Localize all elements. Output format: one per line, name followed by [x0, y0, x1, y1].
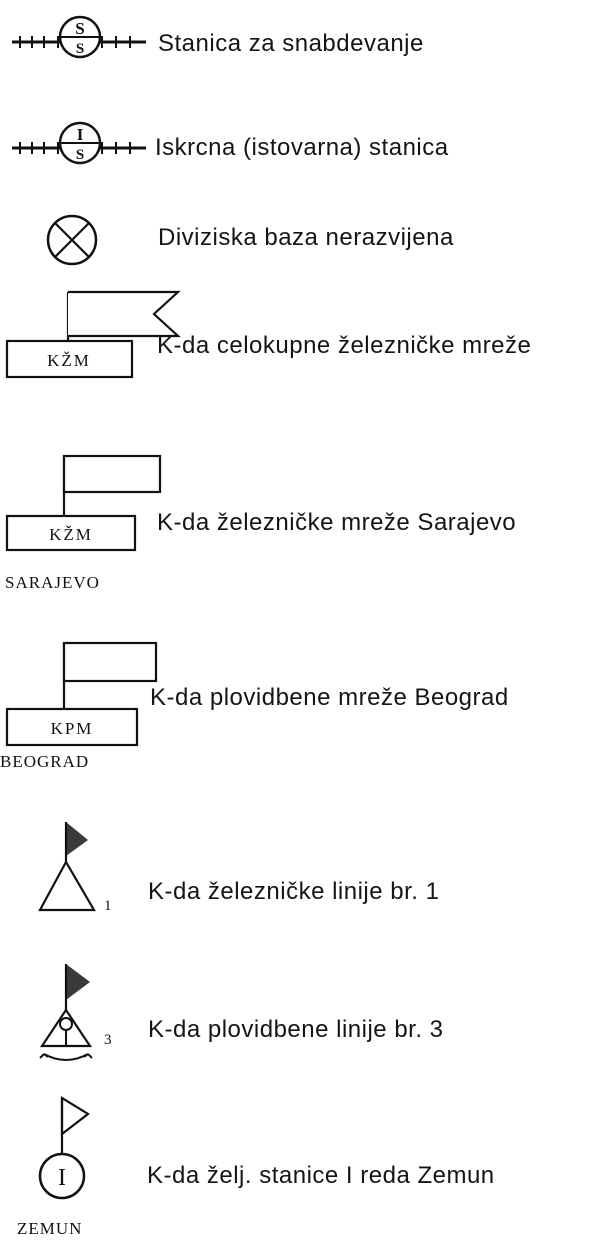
unloading-station-symbol: I S	[12, 121, 146, 165]
supply-station-mark-bottom: S	[76, 41, 84, 57]
rect-flag-command-symbol: KŽM	[5, 454, 162, 552]
crossed-circle-icon	[46, 214, 98, 266]
line-number: 3	[104, 1032, 112, 1048]
line-number: 1	[104, 898, 112, 914]
command-box-text: KŽM	[49, 525, 93, 544]
belgrade-navigation-command-label: K-da plovidbene mreže Beograd	[150, 684, 509, 711]
command-box-text: KŽM	[47, 351, 91, 370]
division-base-label: Diviziska baza nerazvijena	[158, 224, 454, 251]
sarajevo-railway-command-label: K-da železničke mreže Sarajevo	[157, 509, 517, 536]
place-name-zemun: ZEMUN	[17, 1219, 83, 1238]
place-name-sarajevo: SARAJEVO	[5, 573, 100, 592]
swallowtail-flag-command-symbol: KŽM	[5, 290, 181, 379]
supply-station-symbol: S S	[12, 15, 146, 59]
station-class-text: I	[58, 1165, 66, 1191]
unloading-station-label: Iskrcna (istovarna) stanica	[155, 134, 449, 161]
unloading-station-mark-bottom: S	[76, 147, 84, 163]
supply-station-label: Stanica za snabdevanje	[158, 30, 424, 57]
supply-station-mark-top: S	[75, 19, 84, 38]
all-railway-command-label: K-da celokupne železničke mreže	[157, 332, 532, 359]
railway-line-command-label: K-da železničke linije br. 1	[148, 878, 440, 905]
pennant-triangle-symbol: 1	[38, 822, 112, 914]
anchor-pennant-symbol: 3	[39, 964, 112, 1061]
navigation-line-command-label: K-da plovidbene linije br. 3	[148, 1016, 444, 1043]
circle-pennant-symbol: I	[38, 1096, 90, 1200]
unloading-station-mark-top: I	[77, 125, 84, 144]
railway-station-command-label: K-da želj. stanice I reda Zemun	[147, 1162, 495, 1189]
command-box-text: KPM	[51, 719, 94, 738]
place-name-beograd: BEOGRAD	[0, 752, 90, 771]
rect-flag-command-symbol: KPM	[5, 641, 158, 747]
